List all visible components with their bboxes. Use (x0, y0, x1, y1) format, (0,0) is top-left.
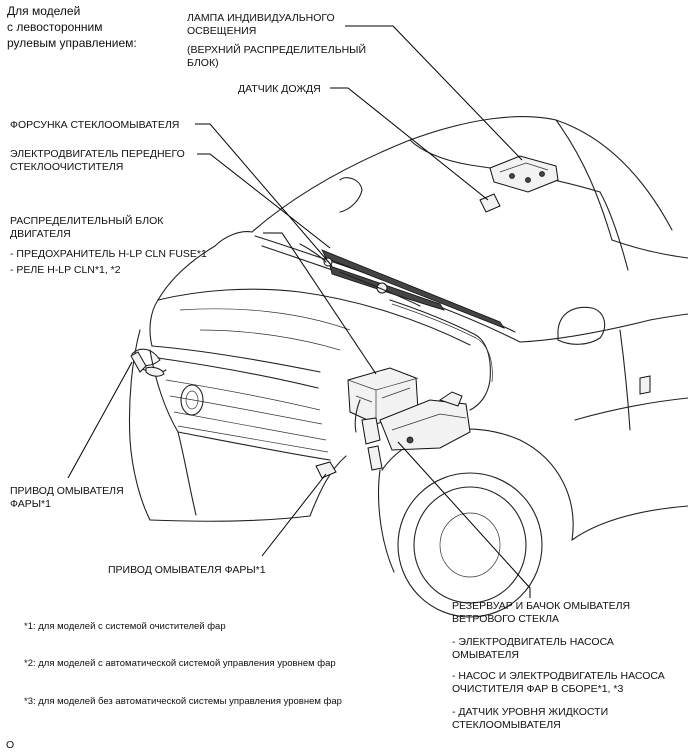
label-reservoir-level-sensor-1: - ДАТЧИК УРОВНЯ ЖИДКОСТИ (452, 706, 609, 718)
label-reservoir-pump-motor-1: - ЭЛЕКТРОДВИГАТЕЛЬ НАСОСА (452, 636, 614, 648)
label-washer-nozzle: ФОРСУНКА СТЕКЛООМЫВАТЕЛЯ (10, 119, 180, 131)
label-right-actuator: ПРИВОД ОМЫВАТЕЛЯ ФАРЫ*1 (108, 564, 266, 576)
label-engine-block-line-1: РАСПРЕДЕЛИТЕЛЬНЫЙ БЛОК (10, 215, 164, 227)
footnote-1: *1: для моделей с системой очистителей ф… (24, 621, 226, 632)
header-line-2: с левосторонним (7, 20, 103, 34)
label-engine-block-line-2: ДВИГАТЕЛЯ (10, 228, 71, 240)
corner-code: O (6, 739, 15, 751)
footnote-3: *3: для моделей без автоматической систе… (24, 696, 342, 707)
label-reservoir-level-sensor-2: СТЕКЛООМЫВАТЕЛЯ (452, 719, 561, 731)
label-lamp-line-1: ЛАМПА ИНДИВИДУАЛЬНОГО (187, 12, 335, 24)
label-reservoir-hl-pump-2: ОЧИСТИТЕЛЯ ФАР В СБОРЕ*1, *3 (452, 683, 624, 695)
label-left-actuator-line-2: ФАРЫ*1 (10, 498, 51, 510)
label-reservoir-hl-pump-1: - НАСОС И ЭЛЕКТРОДВИГАТЕЛЬ НАСОСА (452, 670, 665, 682)
header-line-1: Для моделей (7, 4, 81, 18)
header-line-3: рулевым управлением: (7, 36, 137, 50)
overhead-lamp-part (489, 155, 559, 193)
label-lamp-line-2: ОСВЕЩЕНИЯ (187, 25, 257, 37)
vehicle-outline (128, 116, 688, 618)
label-lamp-line-3: (ВЕРХНИЙ РАСПРЕДЕЛИТЕЛЬНЫЙ (187, 44, 367, 56)
label-wiper-motor-line-1: ЭЛЕКТРОДВИГАТЕЛЬ ПЕРЕДНЕГО (10, 148, 185, 160)
label-engine-block-fuse: - ПРЕДОХРАНИТЕЛЬ H-LP CLN FUSE*1 (10, 248, 207, 260)
left-actuator-part (130, 351, 165, 377)
label-lamp-line-4: БЛОК) (187, 57, 219, 69)
label-left-actuator-line-1: ПРИВОД ОМЫВАТЕЛЯ (10, 485, 124, 497)
wiper-assembly (299, 243, 506, 329)
footnote-2: *2: для моделей с автоматической системо… (24, 658, 336, 669)
washer-hose (389, 299, 491, 411)
washer-reservoir-part (354, 391, 471, 471)
label-wiper-motor-line-2: СТЕКЛООЧИСТИТЕЛЯ (10, 161, 124, 173)
rain-sensor-part (479, 193, 501, 213)
label-engine-block-relay: - РЕЛЕ H-LP CLN*1, *2 (10, 264, 121, 276)
callout-lines (67, 25, 531, 598)
label-reservoir-line-2: ВЕТРОВОГО СТЕКЛА (452, 613, 560, 625)
label-reservoir-line-1: РЕЗЕРВУАР И БАЧОК ОМЫВАТЕЛЯ (452, 600, 631, 612)
label-reservoir-pump-motor-2: ОМЫВАТЕЛЯ (452, 649, 519, 661)
label-rain-sensor: ДАТЧИК ДОЖДЯ (238, 83, 321, 95)
